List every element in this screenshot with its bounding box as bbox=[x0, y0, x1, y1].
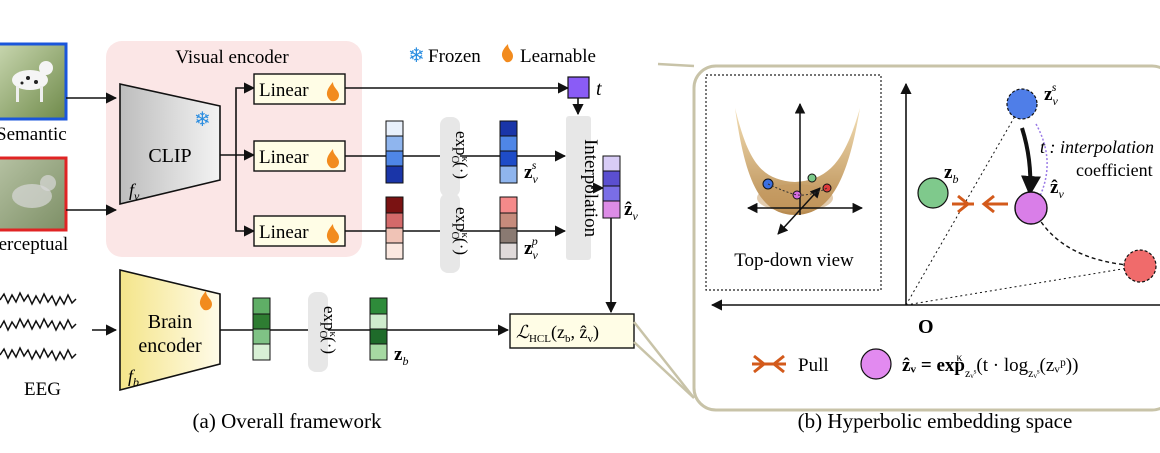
exp-map-1: expOκ(·) bbox=[440, 117, 471, 197]
vector-red-2 bbox=[499, 196, 518, 260]
vector-green-1 bbox=[252, 297, 271, 361]
pull-arrows bbox=[952, 194, 1008, 214]
snowflake-icon: ❄ bbox=[194, 109, 211, 131]
brain-fb: fb bbox=[128, 366, 139, 389]
panel-b: Top-down view O zvs ẑv zb t : interpolat… bbox=[692, 64, 1160, 433]
snowflake-icon: ❄ bbox=[408, 45, 425, 67]
vector-green-2 bbox=[369, 297, 388, 361]
b-z-v-s-label: zvs bbox=[1044, 80, 1058, 108]
pull-legend bbox=[752, 354, 786, 374]
vector-red-1 bbox=[385, 196, 404, 260]
hyperbolic-panel bbox=[692, 64, 1160, 412]
perceptual-label: Perceptual bbox=[0, 234, 68, 255]
vector-zhat bbox=[602, 155, 621, 219]
z-v-p-label: zvp bbox=[524, 234, 538, 262]
top-down-inset bbox=[705, 74, 882, 291]
svg-text:Linear: Linear bbox=[259, 147, 309, 168]
svg-text:expOκ(·): expOκ(·) bbox=[449, 207, 471, 255]
point-z-b bbox=[917, 177, 949, 209]
pull-label: Pull bbox=[798, 355, 829, 376]
perceptual-image bbox=[0, 156, 68, 232]
legend-z-hat-icon bbox=[860, 348, 892, 380]
t-token bbox=[567, 76, 590, 99]
z-v-s-label: zvs bbox=[524, 158, 538, 186]
eeg-label: EEG bbox=[24, 379, 61, 400]
point-z-hat-v bbox=[1014, 191, 1048, 225]
b-z-b-label: zb bbox=[944, 162, 958, 186]
visual-encoder-title: Visual encoder bbox=[175, 47, 289, 68]
flame-icon bbox=[199, 291, 212, 311]
svg-text:ℒHCL(zb, ẑv): ℒHCL(zb, ẑv) bbox=[516, 322, 599, 345]
b-z-hat-v-label: ẑv bbox=[1050, 177, 1064, 201]
z-hat-v-label: ẑv bbox=[624, 199, 638, 223]
point-z-v-s bbox=[1006, 88, 1038, 120]
flame-icon bbox=[501, 44, 513, 63]
svg-text:Linear: Linear bbox=[259, 80, 309, 101]
panel-a: Visual encoder ❄ Frozen Learnable Semant… bbox=[0, 41, 638, 433]
linear-box-2: Linear bbox=[253, 140, 346, 172]
t-annotation-1: t : interpolation bbox=[1040, 137, 1154, 157]
flame-icon bbox=[326, 82, 339, 102]
brain-encoder bbox=[119, 268, 221, 392]
flame-icon bbox=[326, 149, 339, 169]
exp-map-3: expOκ(·) bbox=[308, 292, 339, 372]
origin-label: O bbox=[918, 316, 934, 338]
legend-frozen: Frozen bbox=[428, 46, 481, 67]
inset-label: Top-down view bbox=[734, 250, 854, 271]
t-label: t bbox=[596, 78, 602, 100]
clip-encoder bbox=[119, 83, 221, 206]
legend-learnable: Learnable bbox=[520, 46, 596, 67]
interpolation-block: Interpolation bbox=[566, 116, 601, 260]
loss-box: ℒHCL(zb, ẑv) bbox=[509, 313, 635, 349]
semantic-label: Semantic bbox=[0, 124, 67, 145]
t-annotation-2: coefficient bbox=[1076, 160, 1153, 180]
caption-a: (a) Overall framework bbox=[193, 409, 382, 433]
linear-box-3: Linear bbox=[253, 215, 346, 247]
clip-label: CLIP bbox=[148, 145, 191, 167]
eeg-signals bbox=[0, 291, 77, 362]
z-b-label: zb bbox=[394, 344, 408, 368]
exp-map-2: expOκ(·) bbox=[440, 193, 471, 273]
vector-blue-1 bbox=[385, 120, 404, 184]
linear-box-1: Linear bbox=[253, 73, 346, 105]
caption-b: (b) Hyperbolic embedding space bbox=[798, 409, 1073, 433]
clip-fv: fv bbox=[129, 180, 140, 203]
vector-blue-2 bbox=[499, 120, 518, 184]
semantic-image bbox=[0, 42, 68, 121]
svg-text:Linear: Linear bbox=[259, 222, 309, 243]
formula: ẑᵥ = expzᵥˢκ(t · logzᵥˢ(zᵥᵖ)) bbox=[902, 350, 1078, 380]
legend: ❄ Frozen Learnable bbox=[408, 44, 596, 67]
flame-icon bbox=[326, 224, 339, 244]
svg-text:Interpolation: Interpolation bbox=[580, 139, 601, 238]
brain-encoder-label-2: encoder bbox=[138, 335, 202, 357]
brain-encoder-label-1: Brain bbox=[148, 311, 192, 333]
svg-text:expOκ(·): expOκ(·) bbox=[449, 131, 471, 179]
point-z-v-p bbox=[1123, 249, 1157, 283]
svg-text:expOκ(·): expOκ(·) bbox=[317, 306, 339, 354]
